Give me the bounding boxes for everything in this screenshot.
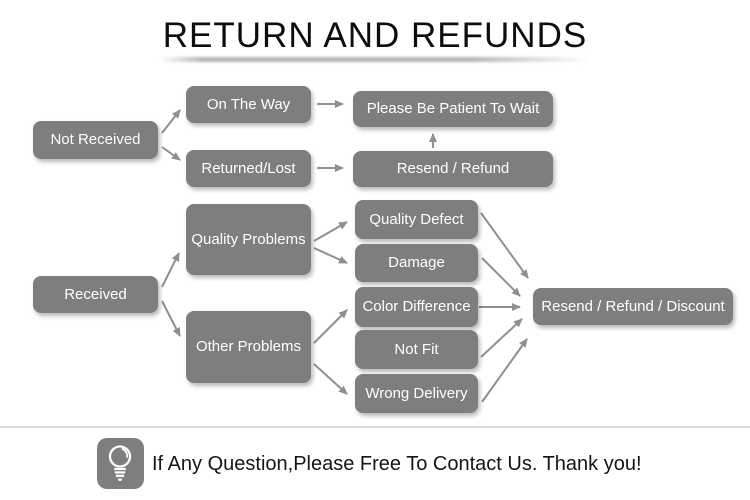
arrow-other-problems-to-color-difference xyxy=(313,309,348,344)
arrow-wrong-delivery-to-resend-discount xyxy=(481,338,528,403)
node-damage: Damage xyxy=(355,244,478,282)
node-not-fit: Not Fit xyxy=(355,330,478,369)
footer-separator-line xyxy=(0,426,750,428)
arrow-not-received-to-on-the-way xyxy=(161,109,181,134)
page-title: RETURN AND REFUNDS xyxy=(162,16,588,55)
node-other-problems: Other Problems xyxy=(186,311,311,383)
arrow-quality-defect-to-resend-discount xyxy=(480,212,529,279)
node-on-the-way: On The Way xyxy=(186,86,311,123)
arrow-not-fit-to-resend-discount xyxy=(480,318,523,358)
node-resend-refund: Resend / Refund xyxy=(353,151,553,187)
arrow-quality-problems-to-quality-defect xyxy=(313,221,348,242)
arrow-quality-problems-to-damage xyxy=(313,247,348,264)
node-wrong-delivery: Wrong Delivery xyxy=(355,374,478,413)
arrow-other-problems-to-wrong-delivery xyxy=(313,363,348,395)
footer-message: If Any Question,Please Free To Contact U… xyxy=(152,453,642,475)
node-please-be-patient: Please Be Patient To Wait xyxy=(353,91,553,127)
arrow-received-to-other-problems xyxy=(161,300,181,337)
arrow-received-to-quality-problems xyxy=(161,252,180,288)
lightbulb-icon xyxy=(97,438,144,489)
node-resend-refund-discount: Resend / Refund / Discount xyxy=(533,288,733,325)
node-returned-lost: Returned/Lost xyxy=(186,150,311,187)
node-quality-defect: Quality Defect xyxy=(355,200,478,239)
node-not-received: Not Received xyxy=(33,121,158,159)
arrow-damage-to-resend-discount xyxy=(481,257,521,297)
title-underline-shadow xyxy=(160,57,590,62)
node-color-difference: Color Difference xyxy=(355,287,478,327)
node-received: Received xyxy=(33,276,158,313)
node-quality-problems: Quality Problems xyxy=(186,204,311,275)
arrow-not-received-to-returned-lost xyxy=(161,146,181,161)
